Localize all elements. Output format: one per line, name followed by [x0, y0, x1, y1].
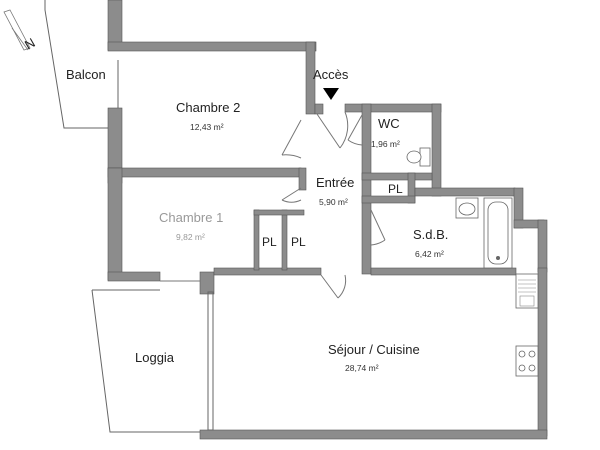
- sink-icon: [455, 197, 479, 219]
- room-sejour-name: Séjour / Cuisine: [328, 342, 420, 357]
- doors: [160, 111, 386, 299]
- access-arrow-icon: [323, 88, 339, 100]
- walls: [107, 0, 548, 440]
- room-wc-area: 1,96 m²: [371, 139, 400, 149]
- room-chambre2-name: Chambre 2: [176, 100, 240, 115]
- room-entree-area: 5,90 m²: [319, 197, 348, 207]
- bathtub-icon: [483, 197, 513, 269]
- wc-toilet-icon: [406, 147, 431, 167]
- room-sdb-area: 6,42 m²: [415, 249, 444, 259]
- room-wc-name: WC: [378, 116, 400, 131]
- kitchen-sink-icon: [515, 273, 539, 309]
- loggia-outline: [91, 289, 210, 433]
- room-chambre1-area: 9,82 m²: [176, 232, 205, 242]
- closet-label: PL: [262, 235, 277, 249]
- cooktop-icon: [515, 345, 539, 377]
- room-sejour-area: 28,74 m²: [345, 363, 379, 373]
- room-loggia-name: Loggia: [135, 350, 175, 365]
- room-chambre2-area: 12,43 m²: [190, 122, 224, 132]
- north-arrow-icon: N: [3, 9, 38, 53]
- access-label: Accès: [313, 67, 349, 82]
- balcony-outline: [44, 0, 119, 129]
- room-balcon-name: Balcon: [66, 67, 106, 82]
- room-chambre1-name: Chambre 1: [159, 210, 223, 225]
- closet-label: PL: [291, 235, 306, 249]
- room-sdb-name: S.d.B.: [413, 227, 448, 242]
- room-entree-name: Entrée: [316, 175, 354, 190]
- closet-label: PL: [388, 182, 403, 196]
